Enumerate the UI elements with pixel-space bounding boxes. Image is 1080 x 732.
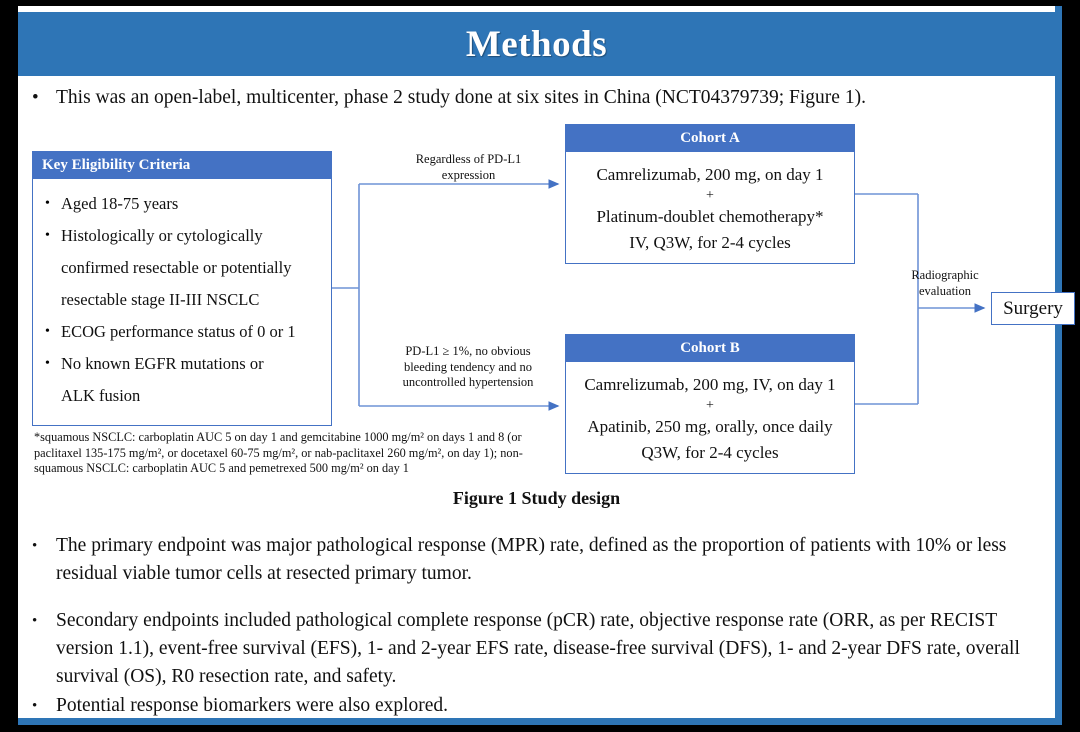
list-item: • No known EGFR mutations or [39, 348, 325, 379]
list-item: ALK fusion [39, 380, 325, 411]
cohort-b-body: Camrelizumab, 200 mg, IV, on day 1 + Apa… [566, 362, 854, 474]
slide-title-bar: Methods [18, 12, 1055, 76]
intro-bullet-text: This was an open-label, multicenter, pha… [56, 87, 866, 108]
cohort-b-line: Camrelizumab, 200 mg, IV, on day 1 [584, 375, 836, 394]
cohort-a-body: Camrelizumab, 200 mg, on day 1 + Platinu… [566, 152, 854, 264]
bullet-glyph-icon: • [32, 613, 38, 629]
cohort-a-box: Cohort A Camrelizumab, 200 mg, on day 1 … [565, 124, 855, 264]
endpoint-bullet-text: Potential response biomarkers were also … [56, 695, 449, 716]
study-design-diagram: Key Eligibility Criteria • Aged 18-75 ye… [18, 116, 1075, 506]
cohort-b-header: Cohort B [566, 335, 854, 362]
endpoint-bullet-primary: • The primary endpoint was major patholo… [32, 532, 1042, 588]
bullet-glyph-icon: • [32, 87, 39, 108]
bullet-glyph-icon: • [45, 228, 50, 243]
list-item: • Histologically or cytologically [39, 220, 325, 251]
cohort-b-box: Cohort B Camrelizumab, 200 mg, IV, on da… [565, 334, 855, 474]
eligibility-list: • Aged 18-75 years • Histologically or c… [33, 179, 331, 418]
list-item: • ECOG performance status of 0 or 1 [39, 316, 325, 347]
intro-bullet: • This was an open-label, multicenter, p… [32, 84, 1042, 112]
cohort-b-line: Apatinib, 250 mg, orally, once daily [587, 417, 833, 436]
arrow-label-radiographic-evaluation: Radiographic evaluation [911, 268, 979, 298]
endpoint-bullet-secondary: • Secondary endpoints included pathologi… [32, 607, 1047, 691]
eligibility-criteria-box: Key Eligibility Criteria • Aged 18-75 ye… [32, 151, 332, 426]
cohort-a-line: + [706, 188, 714, 203]
surgery-label: Surgery [1003, 297, 1063, 319]
endpoint-bullet-text: The primary endpoint was major pathologi… [56, 535, 1007, 584]
page-title: Methods [465, 23, 608, 65]
cohort-a-line: Platinum-doublet chemotherapy* [596, 207, 824, 226]
figure-caption: Figure 1 Study design [452, 488, 621, 508]
footnote-line: squamous NSCLC: carboplatin AUC 5 and pe… [34, 461, 409, 476]
cohort-a-header: Cohort A [566, 125, 854, 152]
connector-lines [332, 179, 986, 411]
eligibility-item-text: confirmed resectable or potentially [61, 258, 292, 277]
endpoint-bullet-biomarkers: • Potential response biomarkers were als… [32, 692, 932, 720]
figure-footnote: *squamous NSCLC: carboplatin AUC 5 on da… [34, 430, 564, 477]
cohort-b-line: Q3W, for 2-4 cycles [641, 443, 779, 462]
eligibility-item-text: No known EGFR mutations or [61, 354, 264, 373]
surgery-box: Surgery [991, 292, 1075, 325]
list-item: confirmed resectable or potentially [39, 252, 325, 283]
endpoint-bullet-text: Secondary endpoints included pathologica… [56, 610, 1020, 687]
list-item: • Aged 18-75 years [39, 188, 325, 219]
eligibility-header: Key Eligibility Criteria [33, 152, 331, 179]
cohort-a-line: Camrelizumab, 200 mg, on day 1 [596, 165, 824, 184]
bullet-glyph-icon: • [45, 356, 50, 371]
eligibility-item-text: Aged 18-75 years [61, 194, 179, 213]
footnote-line: paclitaxel 135-175 mg/m², or docetaxel 6… [34, 445, 523, 460]
list-item: resectable stage II-III NSCLC [39, 284, 325, 315]
eligibility-item-text: resectable stage II-III NSCLC [61, 290, 260, 309]
bullet-glyph-icon: • [32, 698, 38, 714]
bullet-glyph-icon: • [45, 196, 50, 211]
bullet-glyph-icon: • [32, 538, 38, 554]
arrow-label-cohort-b: PD-L1 ≥ 1%, no obvious bleeding tendency… [402, 344, 534, 389]
eligibility-item-text: ECOG performance status of 0 or 1 [61, 322, 296, 341]
footnote-line: *squamous NSCLC: carboplatin AUC 5 on da… [34, 430, 522, 444]
eligibility-item-text: ALK fusion [61, 386, 141, 405]
cohort-a-line: IV, Q3W, for 2-4 cycles [629, 233, 791, 252]
arrow-label-cohort-a: Regardless of PD-L1 expression [415, 152, 522, 182]
slide-canvas: Methods • This was an open-label, multic… [18, 6, 1075, 725]
eligibility-item-text: Histologically or cytologically [61, 226, 263, 245]
cohort-b-line: + [706, 398, 714, 413]
bullet-glyph-icon: • [45, 324, 50, 339]
